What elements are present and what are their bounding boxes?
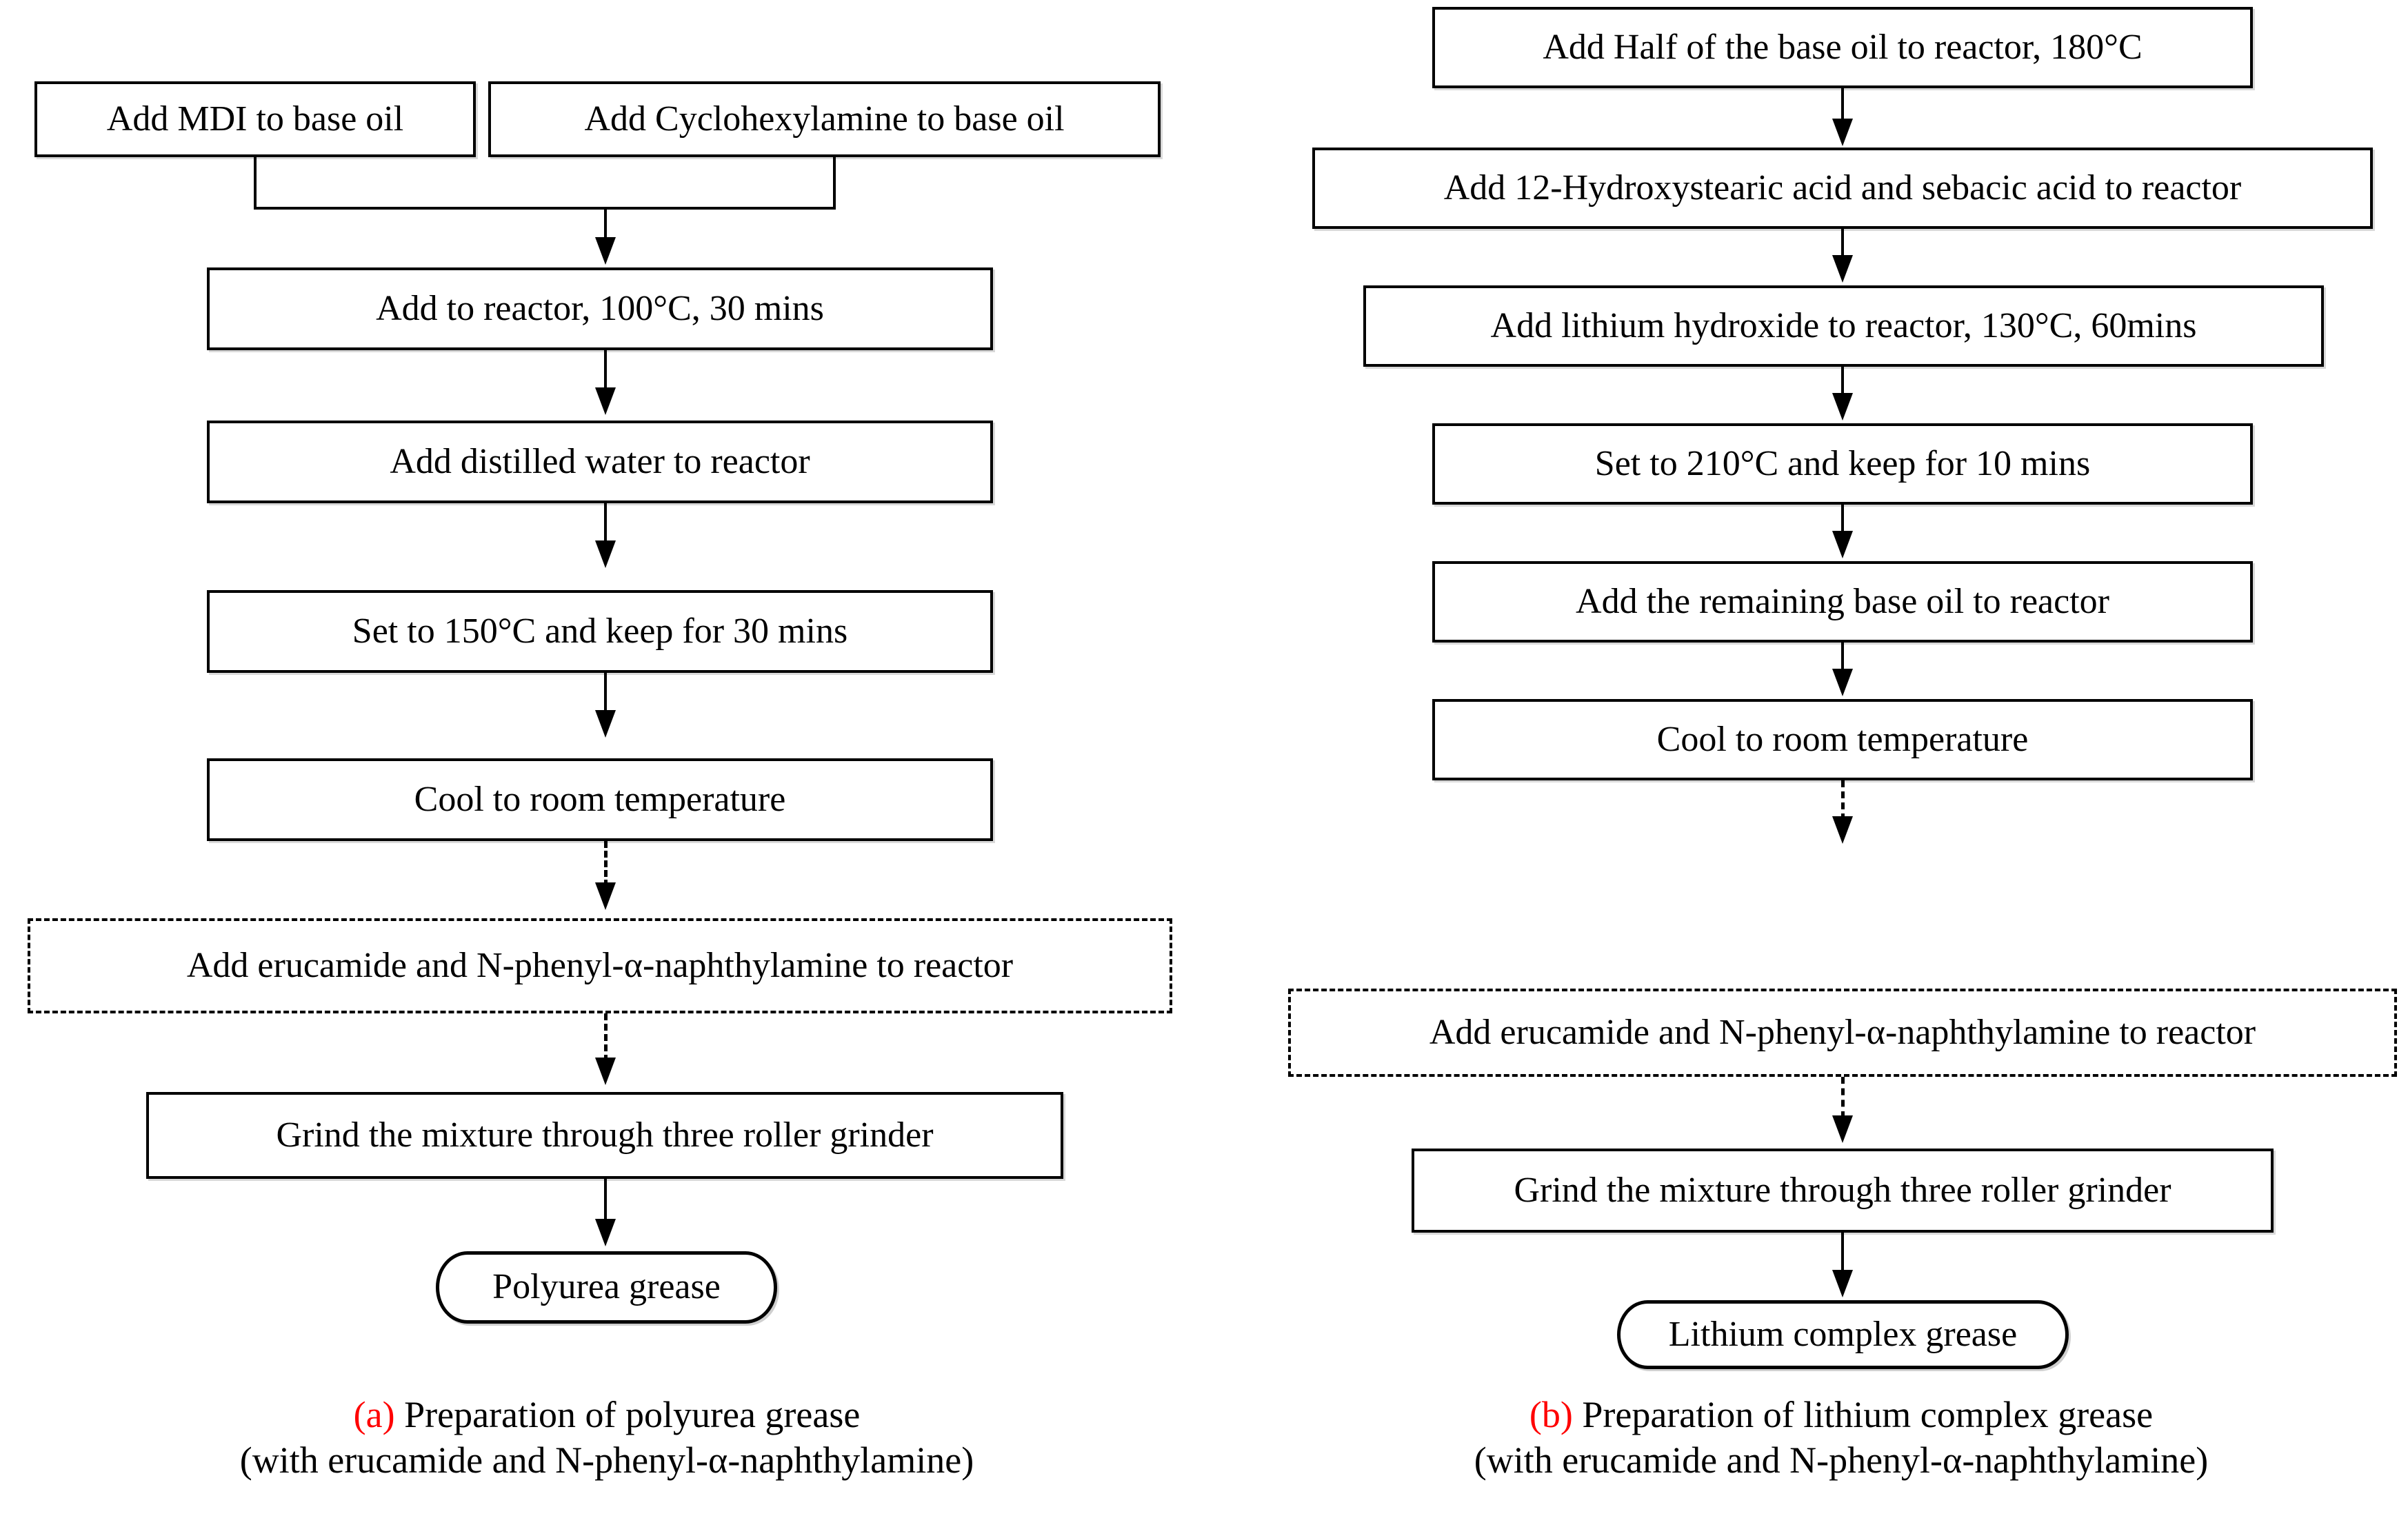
connector-merge-stem	[604, 207, 607, 243]
node-label: Add to reactor, 100°C, 30 mins	[376, 288, 824, 328]
node-set-210c: Set to 210°C and keep for 10 mins	[1432, 423, 2253, 505]
node-add-erucamide-a: Add erucamide and N-phenyl-α-naphthylami…	[28, 918, 1172, 1013]
connector-a4-a5	[604, 503, 607, 546]
node-label: Add erucamide and N-phenyl-α-naphthylami…	[186, 945, 1014, 985]
connector-a6-a7-dashed	[604, 841, 608, 887]
connector-b6-b7-dashed	[1841, 780, 1845, 820]
node-label: Add lithium hydroxide to reactor, 130°C,…	[1490, 305, 2197, 345]
connector-b3-b4	[1841, 367, 1844, 400]
node-add-remaining-base-oil: Add the remaining base oil to reactor	[1432, 561, 2253, 643]
node-label: Grind the mixture through three roller g…	[1514, 1170, 2171, 1210]
node-label: Cool to room temperature	[1656, 719, 2029, 759]
connector-b7-b8-dashed	[1841, 1077, 1845, 1118]
node-label: Add MDI to base oil	[106, 99, 404, 139]
arrow-into-b9	[1832, 1270, 1853, 1297]
connector-a2-down	[833, 157, 836, 210]
arrow-into-a7	[595, 882, 616, 910]
connector-a5-a6	[604, 673, 607, 716]
node-cool-room-temp-b: Cool to room temperature	[1432, 699, 2253, 780]
arrow-into-b4	[1832, 393, 1853, 421]
node-set-150c: Set to 150°C and keep for 30 mins	[207, 590, 993, 673]
connector-a8-a9	[604, 1179, 607, 1224]
node-label: Add Half of the base oil to reactor, 180…	[1543, 27, 2143, 67]
node-label: Set to 210°C and keep for 10 mins	[1594, 443, 2091, 483]
arrow-into-b7	[1832, 816, 1853, 844]
caption-title-b: Preparation of lithium complex grease	[1582, 1394, 2154, 1435]
arrow-into-a5	[595, 540, 616, 568]
arrow-into-b8	[1832, 1115, 1853, 1143]
arrow-into-a3	[595, 237, 616, 265]
node-label: Add the remaining base oil to reactor	[1576, 581, 2109, 621]
arrow-into-a6	[595, 710, 616, 738]
caption-marker-a: (a)	[353, 1394, 395, 1435]
node-label: Polyurea grease	[492, 1267, 721, 1307]
node-grind-mixture-b: Grind the mixture through three roller g…	[1412, 1149, 2274, 1233]
connector-b8-b9	[1841, 1233, 1844, 1275]
node-label: Add Cyclohexylamine to base oil	[584, 99, 1065, 139]
connector-a3-a4	[604, 350, 607, 393]
node-cool-room-temp-a: Cool to room temperature	[207, 758, 993, 841]
node-add-erucamide-b: Add erucamide and N-phenyl-α-naphthylami…	[1288, 989, 2397, 1077]
node-add-distilled-water: Add distilled water to reactor	[207, 421, 993, 503]
caption-marker-b: (b)	[1529, 1394, 1573, 1435]
node-add-lithium-hydroxide: Add lithium hydroxide to reactor, 130°C,…	[1363, 285, 2324, 367]
node-label: Lithium complex grease	[1668, 1314, 2018, 1354]
node-add-half-base-oil: Add Half of the base oil to reactor, 180…	[1432, 7, 2253, 88]
node-label: Add 12-Hydroxystearic acid and sebacic a…	[1443, 168, 2242, 208]
arrow-into-a9	[595, 1219, 616, 1246]
caption-panel-b: (b) Preparation of lithium complex greas…	[1283, 1393, 2400, 1484]
connector-a7-a8-dashed	[604, 1013, 608, 1062]
arrow-into-b5	[1832, 531, 1853, 558]
connector-a1-down	[254, 157, 257, 210]
node-label: Grind the mixture through three roller g…	[276, 1115, 934, 1155]
connector-merge-bar	[254, 207, 836, 210]
node-add-mdi: Add MDI to base oil	[34, 81, 476, 157]
node-add-cyclohexylamine: Add Cyclohexylamine to base oil	[488, 81, 1161, 157]
caption-sub-b: (with erucamide and N-phenyl-α-naphthyla…	[1474, 1439, 2209, 1481]
connector-b1-b2	[1841, 88, 1844, 124]
arrow-into-b3	[1832, 255, 1853, 283]
arrow-into-b6	[1832, 669, 1853, 696]
node-add-to-reactor-100c: Add to reactor, 100°C, 30 mins	[207, 267, 993, 350]
node-label: Add erucamide and N-phenyl-α-naphthylami…	[1429, 1012, 2256, 1052]
arrow-into-a8	[595, 1058, 616, 1085]
node-grind-mixture-a: Grind the mixture through three roller g…	[146, 1092, 1063, 1179]
node-label: Add distilled water to reactor	[390, 441, 810, 481]
node-lithium-complex-grease: Lithium complex grease	[1617, 1300, 2069, 1369]
connector-b2-b3	[1841, 229, 1844, 262]
caption-title-a: Preparation of polyurea grease	[404, 1394, 861, 1435]
arrow-into-a4	[595, 387, 616, 415]
node-label: Set to 150°C and keep for 30 mins	[352, 611, 848, 651]
arrow-into-b2	[1832, 119, 1853, 146]
connector-b4-b5	[1841, 505, 1844, 538]
connector-b5-b6	[1841, 643, 1844, 676]
caption-sub-a: (with erucamide and N-phenyl-α-naphthyla…	[239, 1439, 974, 1481]
node-polyurea-grease: Polyurea grease	[436, 1251, 777, 1324]
node-add-hydroxystearic-sebacic: Add 12-Hydroxystearic acid and sebacic a…	[1312, 148, 2373, 229]
caption-panel-a: (a) Preparation of polyurea grease (with…	[41, 1393, 1172, 1484]
node-label: Cool to room temperature	[414, 779, 786, 819]
